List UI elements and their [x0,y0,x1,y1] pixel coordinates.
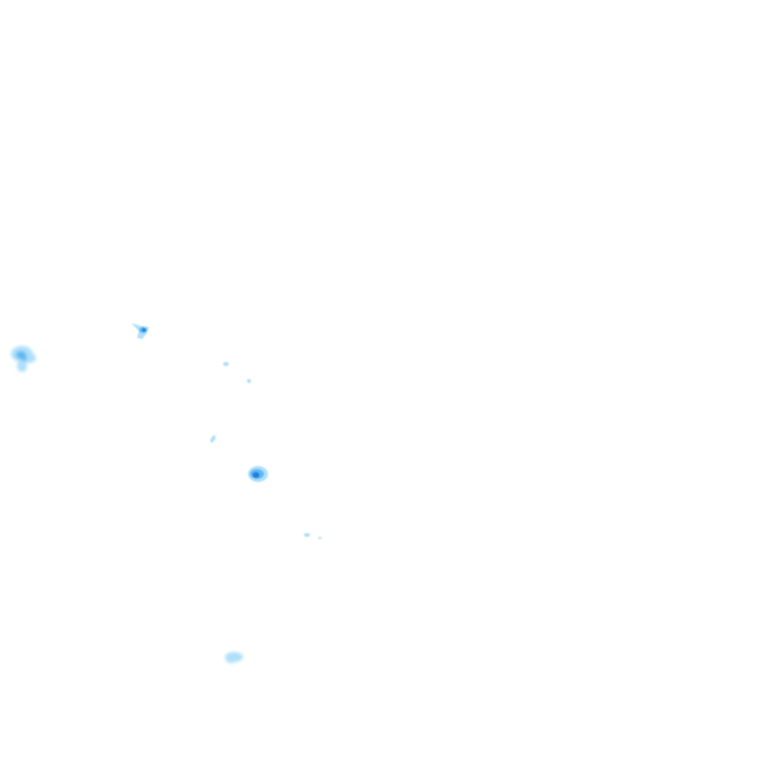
precipitation-echo-icon [225,652,243,663]
precipitation-echo-icon [248,466,268,482]
precipitation-echo-icon [11,346,36,372]
precipitation-echo-icon [223,362,229,366]
precipitation-echo-icon [247,379,251,383]
precipitation-echo-icon [210,435,216,443]
precipitation-echo-icon [304,533,322,540]
precipitation-echo-icon [131,323,149,339]
